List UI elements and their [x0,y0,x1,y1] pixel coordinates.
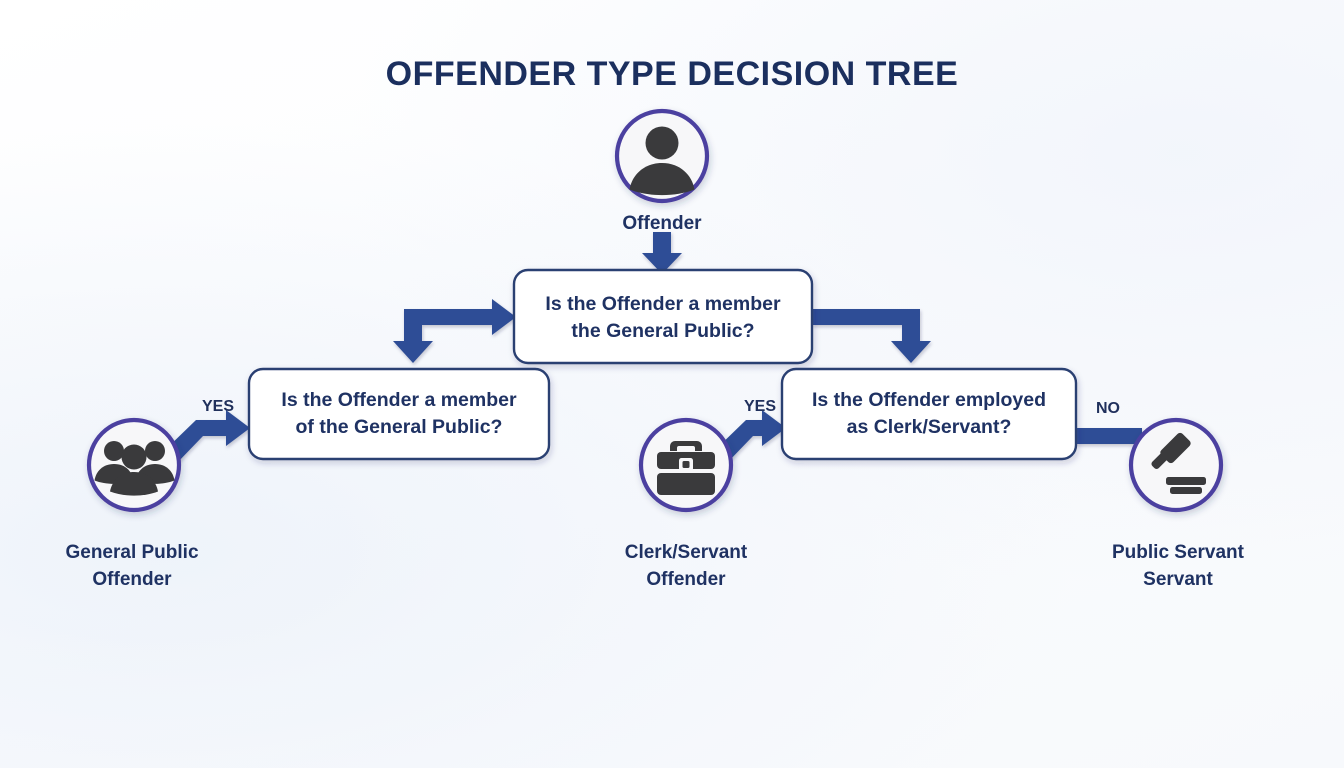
node-general-public-offender-line1: General Public [65,542,198,563]
page-title: OFFENDER TYPE DECISION TREE [386,55,959,93]
node-public-servant-line1: Public Servant [1112,542,1245,563]
group-of-people-icon [94,441,175,496]
node-clerk-servant-offender-line1: Clerk/Servant [625,542,748,563]
node-public-servant[interactable] [1128,417,1224,513]
connector-clerk-servant-yes [713,410,786,464]
decision-box-general-public-question[interactable]: Is the Offender a member of the General … [247,367,551,461]
connector-root-to-question [642,232,682,274]
node-clerk-servant-offender-line2: Offender [646,569,726,590]
node-offender[interactable] [614,108,710,204]
connector-question-to-left [393,299,516,363]
person-silhouette-icon [629,126,695,196]
connector-question-to-right [812,309,931,363]
edge-label-clerk-servant-yes: YES [744,398,776,415]
decision-box-general-public-line2: of the General Public? [296,416,503,438]
node-public-servant-line2: Servant [1143,569,1213,590]
decision-box-general-public-line1: Is the Offender a member [281,389,517,411]
edge-label-public-servant-no: NO [1096,400,1120,417]
edge-label-general-public-yes: YES [202,398,234,415]
connector-general-public-yes [163,410,250,464]
decision-box-clerk-servant-question[interactable]: Is the Offender employed as Clerk/Servan… [780,367,1078,461]
decision-box-clerk-servant-line2: as Clerk/Servant? [847,416,1012,438]
node-general-public-offender[interactable] [86,417,182,513]
node-clerk-servant-offender[interactable] [638,417,734,513]
connector-public-servant-no [1076,428,1142,444]
gavel-icon [1151,432,1206,494]
decision-box-root-question-line2: the General Public? [571,320,754,342]
node-general-public-offender-line2: Offender [92,569,172,590]
decision-box-clerk-servant-line1: Is the Offender employed [812,389,1046,411]
decision-box-root-question[interactable]: Is the Offender a member the General Pub… [512,268,814,365]
briefcase-icon [657,441,715,495]
node-offender-label: Offender [622,213,702,234]
decision-box-root-question-line1: Is the Offender a member [545,293,781,315]
